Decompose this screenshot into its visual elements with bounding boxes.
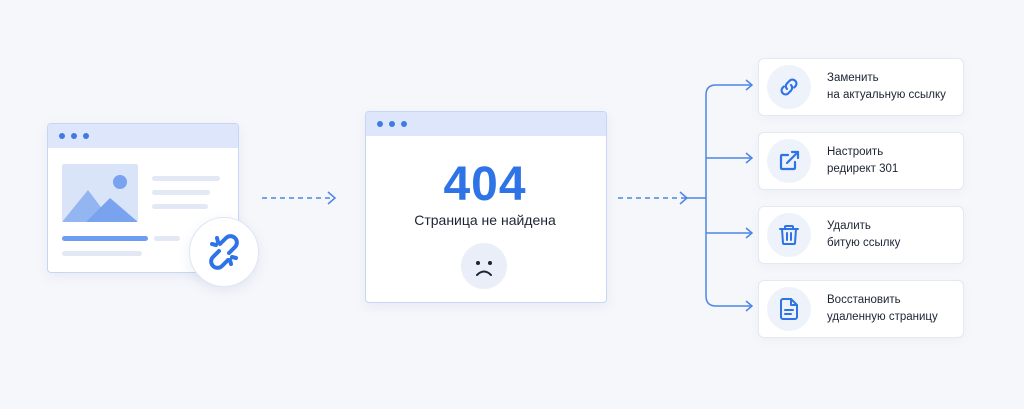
- action-subtitle: редирект 301: [827, 163, 899, 175]
- action-subtitle: удаленную страницу: [827, 311, 938, 323]
- action-title: Удалить: [827, 220, 871, 232]
- window-dot: [59, 133, 65, 139]
- text-line: [62, 251, 142, 256]
- trash-icon: [767, 213, 811, 257]
- link-icon: [767, 65, 811, 109]
- window-dot: [71, 133, 77, 139]
- source-page-window: [47, 123, 239, 273]
- action-subtitle: битую ссылку: [827, 237, 901, 249]
- error-message: Страница не найдена: [414, 212, 556, 228]
- window-dot: [389, 121, 395, 127]
- action-card-replace-link: Заменить на актуальную ссылку: [758, 58, 964, 116]
- branch-lines: [705, 84, 752, 307]
- link-line: [62, 236, 148, 241]
- window-title-bar: [48, 124, 238, 148]
- text-line: [152, 190, 210, 195]
- text-line: [154, 236, 180, 241]
- external-link-icon: [767, 139, 811, 183]
- window-dot: [83, 133, 89, 139]
- window-title-bar: [366, 112, 606, 136]
- error-code: 404: [443, 158, 527, 211]
- action-card-delete-link: Удалить битую ссылку: [758, 206, 964, 264]
- window-dot: [377, 121, 383, 127]
- broken-link-badge: [189, 217, 259, 287]
- action-title: Восстановить: [827, 294, 901, 306]
- window-dot: [401, 121, 407, 127]
- sad-face-icon: [461, 243, 507, 289]
- action-subtitle: на актуальную ссылку: [827, 89, 946, 101]
- image-placeholder-icon: [62, 164, 138, 222]
- action-card-setup-redirect: Настроить редирект 301: [758, 132, 964, 190]
- document-icon: [767, 287, 811, 331]
- text-line: [152, 204, 208, 209]
- action-title: Заменить: [827, 72, 879, 84]
- action-card-restore-page: Восстановить удаленную страницу: [758, 280, 964, 338]
- text-line: [152, 176, 220, 181]
- action-title: Настроить: [827, 146, 884, 158]
- broken-link-icon: [209, 234, 239, 270]
